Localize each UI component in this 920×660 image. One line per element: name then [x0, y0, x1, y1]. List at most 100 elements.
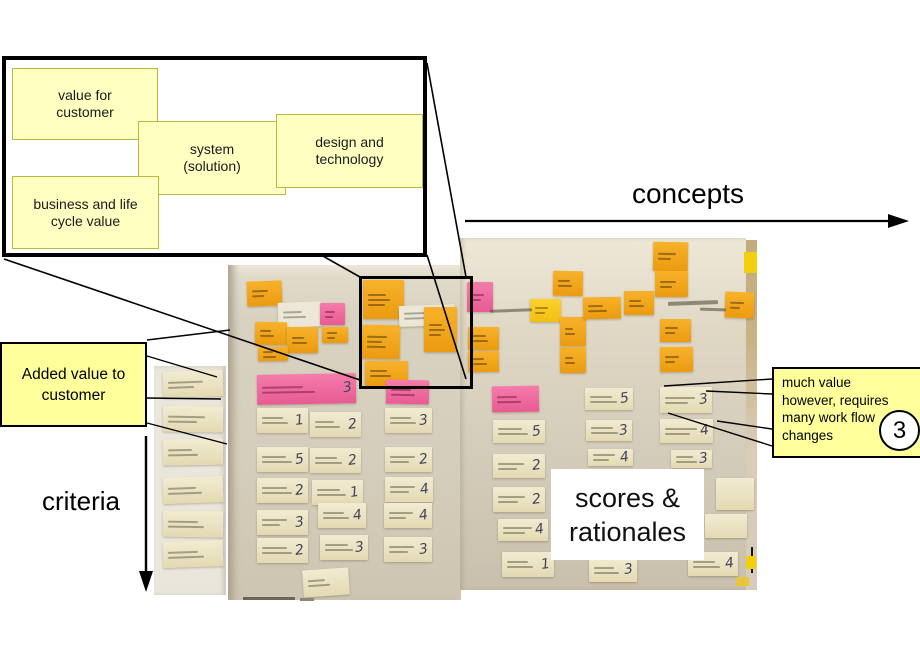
- note-scribble: [251, 289, 268, 293]
- note-scribble: [167, 448, 192, 451]
- note-score: 2: [294, 481, 306, 499]
- note-scribble: [327, 336, 335, 339]
- note-scribble: [657, 257, 672, 261]
- note-score: 5: [531, 422, 543, 440]
- sticky-note: 4: [318, 503, 366, 528]
- inset-note-system-solution: system (solution): [138, 121, 286, 195]
- note-scribble: [317, 489, 341, 491]
- note-scribble: [665, 327, 679, 329]
- sticky-note: [491, 385, 540, 413]
- note-scribble: [263, 355, 276, 358]
- note-scribble: [558, 279, 570, 283]
- note-scribble: [590, 400, 617, 403]
- sticky-note: [468, 327, 499, 350]
- sticky-note: [560, 347, 586, 373]
- note-scribble: [664, 355, 680, 359]
- note-scribble: [262, 519, 288, 521]
- note-scribble: [593, 459, 609, 461]
- sticky-note: 3: [660, 387, 712, 413]
- sticky-note: [530, 299, 561, 322]
- note-scribble: [317, 494, 346, 496]
- note-score: 4: [724, 554, 736, 572]
- note-scribble: [167, 486, 196, 490]
- note-scribble: [389, 551, 408, 553]
- note-scribble: [323, 517, 350, 519]
- note-scribble: [390, 456, 415, 458]
- sticky-note: [162, 369, 224, 399]
- sticky-note: 5: [585, 388, 633, 410]
- note-scribble: [665, 427, 697, 430]
- note-score: 4: [418, 506, 430, 524]
- note-scribble: [323, 512, 345, 514]
- inset-note-business-lifecycle: business and life cycle value: [12, 176, 159, 249]
- note-scribble: [315, 421, 335, 423]
- sticky-note: 2: [493, 454, 545, 478]
- note-scribble: [472, 293, 484, 296]
- note-score: 4: [619, 448, 631, 466]
- sticky-note: [582, 296, 622, 320]
- note-scribble: [368, 298, 390, 301]
- sticky-note: [162, 475, 224, 505]
- concepts-axis-label: concepts: [631, 178, 745, 209]
- sticky-note: 3: [257, 510, 308, 535]
- note-scribble: [390, 461, 409, 463]
- note-scribble: [590, 395, 613, 398]
- sticky-note: [322, 327, 348, 343]
- note-scribble: [498, 467, 517, 470]
- note-scribble: [262, 492, 292, 494]
- photo-edge-tab: [300, 598, 314, 601]
- note-scribble: [168, 555, 205, 559]
- sticky-note: [655, 271, 688, 297]
- note-scribble: [565, 356, 574, 359]
- note-scribble: [325, 315, 333, 318]
- note-scribble: [168, 385, 195, 389]
- note-score: 3: [294, 513, 306, 531]
- note-scribble: [167, 420, 197, 423]
- paper-handwriting-mark: [667, 300, 719, 306]
- photo-edge-tab: [746, 556, 756, 569]
- sticky-note: [162, 539, 224, 569]
- note-scribble: [498, 433, 528, 435]
- sticky-note: 4: [498, 519, 548, 541]
- note-scribble: [507, 561, 528, 563]
- note-scribble: [308, 583, 330, 588]
- sticky-note: 4: [660, 419, 713, 443]
- note-score: 1: [294, 411, 306, 429]
- note-score: 3: [354, 538, 366, 556]
- note-score: 1: [540, 555, 552, 573]
- inset-note-value-for-customer: value for customer: [12, 68, 158, 140]
- note-scribble: [325, 549, 353, 551]
- note-score: 3: [698, 390, 710, 408]
- sticky-note: 5: [493, 420, 545, 443]
- note-score: 3: [418, 411, 430, 429]
- note-scribble: [473, 362, 488, 366]
- note-scribble: [315, 457, 337, 459]
- note-scribble: [591, 427, 613, 429]
- sticky-note: 4: [588, 448, 633, 466]
- note-scribble: [315, 426, 340, 428]
- note-scribble: [473, 335, 486, 337]
- note-scribble: [498, 501, 519, 503]
- note-score: 3: [623, 560, 635, 578]
- note-scribble: [167, 550, 198, 554]
- note-scribble: [498, 428, 523, 430]
- sticky-note: [552, 270, 584, 297]
- note-scribble: [665, 401, 689, 404]
- sticky-note: 3: [385, 408, 432, 433]
- note-scribble: [389, 512, 413, 514]
- note-scribble: [390, 422, 417, 424]
- scores-rationales-label: scores & rationales: [551, 469, 704, 560]
- callout-added-value: Added value to customer: [0, 342, 147, 427]
- note-score: 3: [341, 379, 354, 397]
- note-scribble: [472, 298, 482, 301]
- sticky-note: [652, 241, 689, 272]
- note-scribble: [370, 375, 392, 377]
- sticky-note: [257, 346, 289, 362]
- note-scribble: [167, 380, 203, 384]
- inset-note-design-technology: design and technology: [276, 114, 423, 188]
- note-scribble: [368, 303, 385, 306]
- note-scribble: [262, 390, 315, 394]
- sticky-note: [624, 291, 654, 315]
- note-scribble: [497, 400, 522, 403]
- sticky-note: [660, 319, 691, 342]
